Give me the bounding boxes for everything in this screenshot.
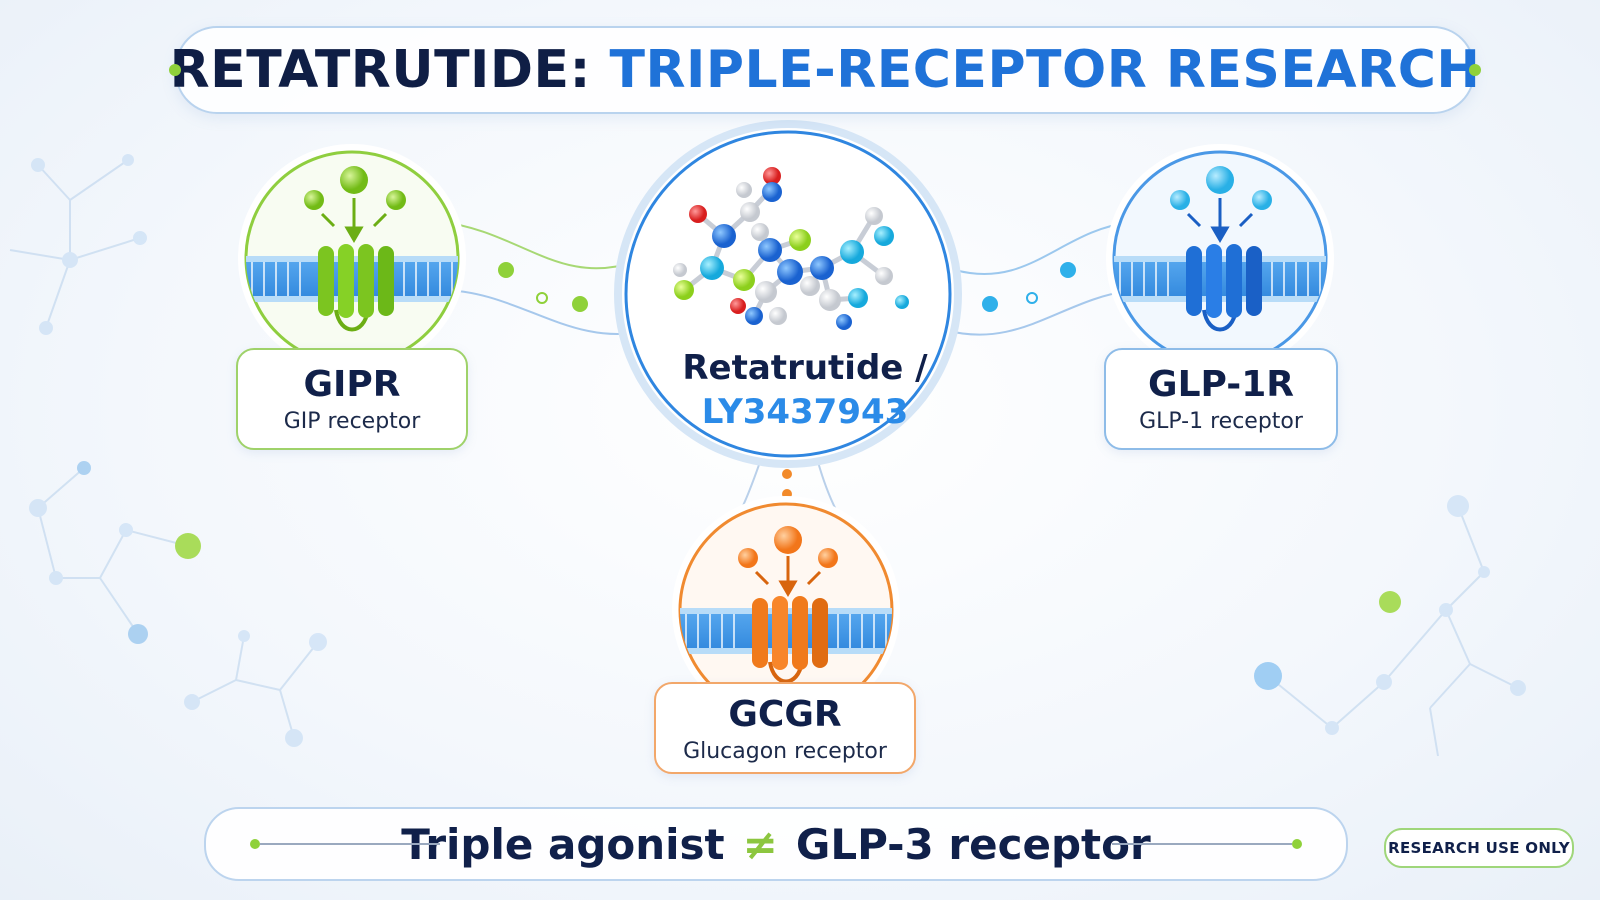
page-title: RETATRUTIDE: TRIPLE-RECEPTOR RESEARCH [170,40,1481,100]
gipr-label-card: GIPR GIP receptor [236,348,468,450]
gcgr-description: Glucagon receptor [683,739,887,764]
statement-left: Triple agonist [401,819,725,869]
signal-dot [982,296,998,312]
signal-dot [498,262,514,278]
signal-dot [782,469,792,479]
glp1r-receptor-icon [1106,144,1334,372]
bottom-statement: Triple agonist ≠ GLP-3 receptor [401,820,1150,869]
bottom-left-dot [250,839,260,849]
glp1r-label-card: GLP-1R GLP-1 receptor [1104,348,1338,450]
statement-right: GLP-3 receptor [795,819,1151,869]
research-use-badge: RESEARCH USE ONLY [1384,828,1574,868]
background-molecule-decoration [9,154,1526,757]
gcgr-label-card: GCGR Glucagon receptor [654,682,916,774]
retatrutide-molecule-icon [614,120,962,468]
title-left-dot [169,64,181,76]
gcgr-receptor-icon [672,496,900,724]
gcgr-name: GCGR [728,694,842,735]
compound-name: Retatrutide / [682,348,928,388]
bottom-right-line [1112,843,1292,845]
compound-label: Retatrutide / LY3437943 [640,348,970,432]
signal-dot [572,296,588,312]
gipr-description: GIP receptor [283,409,421,434]
gipr-name: GIPR [303,364,401,405]
compound-code: LY3437943 [701,392,909,432]
gipr-receptor-icon [238,144,466,372]
signal-dot [1060,262,1076,278]
bottom-statement-banner: Triple agonist ≠ GLP-3 receptor [204,807,1348,881]
title-right-dot [1469,64,1481,76]
decor-green-sphere [175,533,201,559]
bottom-left-line [260,843,440,845]
not-equal-symbol: ≠ [742,819,778,869]
glp1r-description: GLP-1 receptor [1139,409,1303,434]
title-topic: TRIPLE-RECEPTOR RESEARCH [609,40,1481,100]
signal-dot [1026,292,1038,304]
signal-dot [536,292,548,304]
decor-green-sphere [1379,591,1401,613]
glp1r-name: GLP-1R [1148,364,1294,405]
title-compound: RETATRUTIDE: [169,40,591,100]
bottom-right-dot [1292,839,1302,849]
title-banner: RETATRUTIDE: TRIPLE-RECEPTOR RESEARCH [169,26,1481,114]
